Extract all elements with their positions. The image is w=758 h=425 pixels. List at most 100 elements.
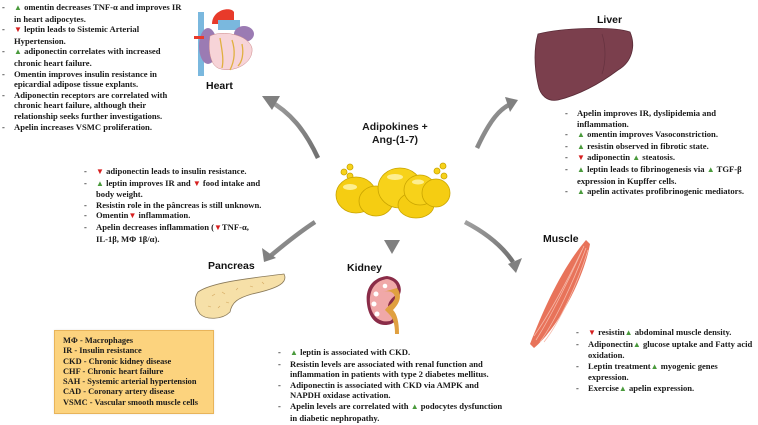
muscle-effect-item: Leptin treatment▲ myogenic genes express…	[574, 361, 758, 383]
heart-effects-list: ▲ omentin decreases TNF-α and improves I…	[0, 2, 190, 132]
effect-text: leptin leads to fibrinogenesis via	[584, 163, 707, 174]
effect-text: TGF-β expression in Kupffer cells.	[577, 163, 742, 186]
increase-arrow-icon: ▲	[650, 361, 659, 371]
effect-text: adiponectin	[584, 152, 633, 163]
center-title-line2: Ang-(1-7)	[371, 134, 419, 146]
muscle-label: Muscle	[543, 233, 579, 245]
pancreas-effect-item: Omentin▼ inflammation.	[82, 210, 262, 222]
effect-text: adiponectin leads to insulin resistance.	[103, 166, 247, 176]
liver-icon	[534, 27, 634, 101]
kidney-effect-item: Adiponectin is associated with CKD via A…	[276, 380, 508, 401]
pancreas-effect-item: Apelin decreases inflammation (▼TNF-α, I…	[82, 222, 262, 244]
heart-label: Heart	[206, 80, 233, 92]
effect-text: TNF-α, IL-1β, MΦ 1β/α).	[96, 221, 249, 244]
kidney-effects-list: ▲ leptin is associated with CKD.Resistin…	[276, 347, 508, 423]
pancreas-effect-item: ▲ leptin improves IR and ▼ food intake a…	[82, 178, 262, 200]
effect-text: abdominal muscle density.	[632, 327, 732, 337]
legend-entry: CHF - Chronic heart failure	[63, 366, 164, 376]
muscle-effect-item: ▼ resistin▲ abdominal muscle density.	[574, 327, 758, 339]
legend-entry: IR - Insulin resistance	[63, 346, 142, 356]
effect-text: apelin expression.	[626, 382, 695, 393]
increase-arrow-icon: ▲	[14, 47, 22, 57]
effect-text: omentin improves Vasoconstriction.	[584, 129, 718, 140]
heart-icon	[194, 9, 254, 76]
decrease-arrow-icon: ▼	[128, 211, 137, 221]
legend-entry: VSMC - Vascular smooth muscle cells	[63, 397, 199, 407]
heart-effect-item: Adiponectin receptors are correlated wit…	[0, 90, 190, 122]
muscle-effects-list: ▼ resistin▲ abdominal muscle density.Adi…	[574, 327, 758, 395]
decrease-arrow-icon: ▼	[577, 153, 585, 163]
effect-text: Omentin	[96, 210, 129, 221]
liver-effect-item: ▲ leptin leads to fibrinogenesis via ▲ T…	[563, 164, 758, 186]
effect-text: omentin decreases TNF-α and improves IR …	[14, 2, 182, 24]
increase-arrow-icon: ▲	[624, 328, 633, 337]
arrow-to-muscle	[463, 220, 522, 273]
pancreas-icon	[194, 273, 286, 319]
effect-text: glucose uptake and Fatty acid oxidation.	[588, 338, 753, 361]
effect-text: Leptin treatment	[588, 360, 651, 371]
increase-arrow-icon: ▲	[290, 348, 298, 357]
center-title-line1: Adipokines +	[362, 121, 428, 133]
increase-arrow-icon: ▲	[577, 130, 585, 140]
effect-text: Resistin levels are associated with rena…	[290, 358, 489, 380]
effect-text: Adiponectin receptors are correlated wit…	[14, 89, 168, 121]
effect-text: Adiponectin	[588, 338, 633, 349]
legend-entry: CKD - Chronic kidney disease	[63, 356, 172, 366]
increase-arrow-icon: ▲	[577, 164, 585, 174]
increase-arrow-icon: ▲	[618, 383, 627, 393]
effect-text: adiponectin correlates with increased ch…	[14, 46, 161, 68]
kidney-label: Kidney	[347, 262, 383, 274]
arrow-to-pancreas	[262, 220, 317, 262]
liver-effects-list: Apelin improves IR, dyslipidemia and inf…	[563, 108, 758, 198]
effect-text: leptin is associated with CKD.	[297, 347, 411, 357]
heart-effect-item: ▼ leptin leads to Sistemic Arterial Hype…	[0, 24, 190, 46]
center-title: Adipokines + Ang-(1-7)	[325, 121, 465, 147]
muscle-effect-item: Exercise▲ apelin expression.	[574, 383, 758, 395]
pancreas-label: Pancreas	[208, 260, 255, 272]
arrow-to-liver	[474, 97, 518, 149]
pancreas-effects-list: ▼ adiponectin leads to insulin resistanc…	[82, 166, 262, 244]
kidney-effect-item: Resistin levels are associated with rena…	[276, 359, 508, 380]
liver-label: Liver	[597, 14, 623, 26]
effect-text: Apelin levels are correlated with	[290, 400, 411, 411]
decrease-arrow-icon: ▼	[192, 178, 201, 188]
effect-text: podocytes dysfunction in diabetic nephro…	[290, 400, 503, 423]
liver-effect-item: ▼ adiponectin ▲ steatosis.	[563, 152, 758, 164]
increase-arrow-icon: ▲	[577, 141, 585, 151]
liver-effect-item: ▲ apelin activates profibrinogenic media…	[563, 186, 758, 198]
decrease-arrow-icon: ▼	[96, 167, 104, 176]
increase-arrow-icon: ▲	[410, 401, 419, 411]
liver-effect-item: Apelin improves IR, dyslipidemia and inf…	[563, 108, 758, 129]
increase-arrow-icon: ▲	[14, 3, 22, 12]
effect-text: food intake and body weight.	[96, 177, 261, 200]
decrease-arrow-icon: ▼	[214, 222, 222, 232]
legend-entry: SAH - Systemic arterial hypertension	[63, 377, 197, 387]
increase-arrow-icon: ▲	[632, 153, 641, 163]
muscle-icon	[530, 240, 590, 348]
effect-text: leptin improves IR and	[103, 177, 193, 188]
kidney-effect-item: ▲ leptin is associated with CKD.	[276, 347, 508, 359]
effect-text: leptin leads to Sistemic Arterial Hypert…	[14, 24, 140, 46]
effect-text: apelin activates profibrinogenic mediato…	[584, 186, 744, 197]
increase-arrow-icon: ▲	[96, 178, 104, 188]
fat-droplets-icon	[335, 162, 451, 219]
increase-arrow-icon: ▲	[632, 339, 641, 349]
effect-text: Apelin decreases inflammation (	[96, 221, 214, 232]
effect-text: Adiponectin is associated with CKD via A…	[290, 379, 479, 401]
arrow-to-kidney	[384, 218, 400, 254]
effect-text: resistin observed in fibrotic state.	[584, 140, 709, 151]
effect-text: Apelin increases VSMC proliferation.	[14, 121, 152, 132]
kidney-icon	[366, 276, 401, 334]
arrow-to-heart	[262, 96, 321, 159]
pancreas-effect-item: Resistin role in the pâncreas is still u…	[82, 200, 262, 211]
effect-text: Exercise	[588, 382, 619, 393]
increase-arrow-icon: ▲	[706, 164, 715, 174]
increase-arrow-icon: ▲	[577, 187, 585, 197]
effect-text: inflammation.	[136, 210, 191, 221]
effect-text: Omentin improves insulin resistance in e…	[14, 68, 157, 90]
legend-entry: MΦ - Macrophages	[63, 336, 134, 345]
effect-text: steatosis.	[640, 152, 675, 163]
effect-text: Resistin role in the pâncreas is still u…	[96, 199, 262, 210]
